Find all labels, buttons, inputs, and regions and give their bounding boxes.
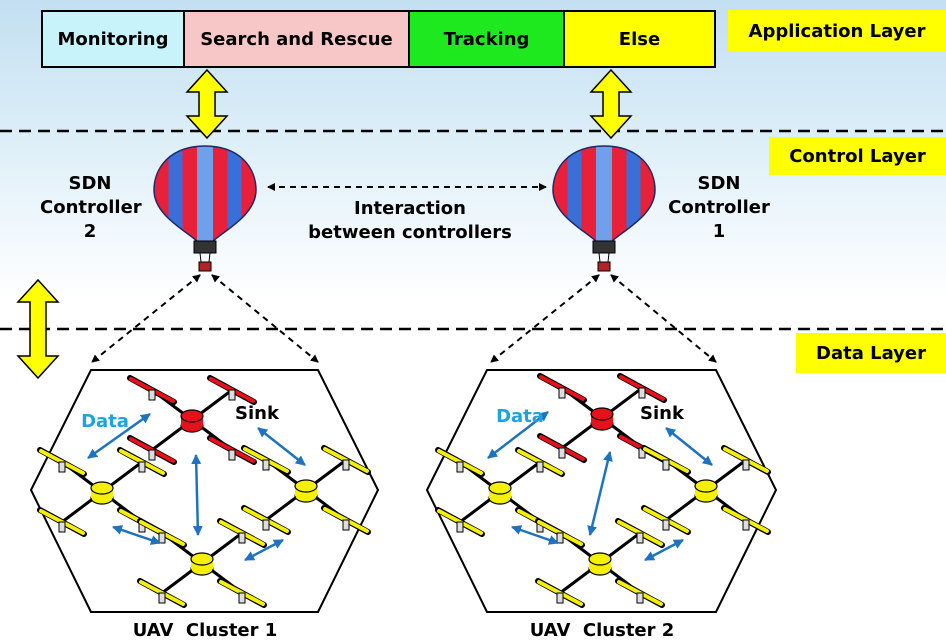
cluster-2-sink-label: Sink xyxy=(640,403,684,424)
data-layer-label: Data Layer xyxy=(796,333,946,373)
sdn-controller-2-label: SDN Controller 2 xyxy=(40,173,142,242)
controller2-cluster1-link-left xyxy=(91,274,201,363)
cluster-2-drone-bottom xyxy=(535,518,665,608)
uav-drones-group xyxy=(37,373,771,608)
sdn-controller-1-balloon-icon xyxy=(552,145,656,272)
control-layer-label: Control Layer xyxy=(769,137,946,175)
cluster-2-data-arrows xyxy=(487,411,713,562)
cluster-1-drone-bottom xyxy=(137,518,267,608)
uav-cluster-1-title: UAV Cluster 1 xyxy=(132,620,278,641)
uav-cluster-1-boundary xyxy=(29,369,380,613)
module-search-and-rescue: Search and Rescue xyxy=(185,12,410,66)
controller2-cluster1-link-right xyxy=(211,274,319,363)
cluster-2-data-label: Data xyxy=(496,406,544,427)
app-control-double-arrow-right xyxy=(589,68,633,140)
cluster-1-drone-left xyxy=(37,447,167,537)
sdn-controller-2-balloon-icon xyxy=(153,145,257,272)
cluster-2-sink-drone xyxy=(537,373,667,463)
sdn-controller-1-label: SDN Controller 1 xyxy=(668,173,770,242)
module-tracking: Tracking xyxy=(410,12,565,66)
cluster-2-drone-right xyxy=(641,445,771,535)
cluster-1-sink-label: Sink xyxy=(235,403,279,424)
cluster-1-data-label: Data xyxy=(81,411,129,432)
module-else: Else xyxy=(565,12,714,66)
uav-cluster-2-title: UAV Cluster 2 xyxy=(529,620,675,641)
controller1-cluster2-link-right xyxy=(610,274,717,363)
control-data-double-arrow xyxy=(16,278,60,380)
app-control-double-arrow-left xyxy=(185,68,229,140)
cluster-1-data-arrows xyxy=(87,412,306,562)
interaction-label: Interaction between controllers xyxy=(308,198,512,243)
application-module-bar: Monitoring Search and Rescue Tracking El… xyxy=(41,10,716,68)
application-layer-label: Application Layer xyxy=(728,10,946,52)
controller1-cluster2-link-left xyxy=(490,274,600,363)
module-monitoring: Monitoring xyxy=(43,12,185,66)
